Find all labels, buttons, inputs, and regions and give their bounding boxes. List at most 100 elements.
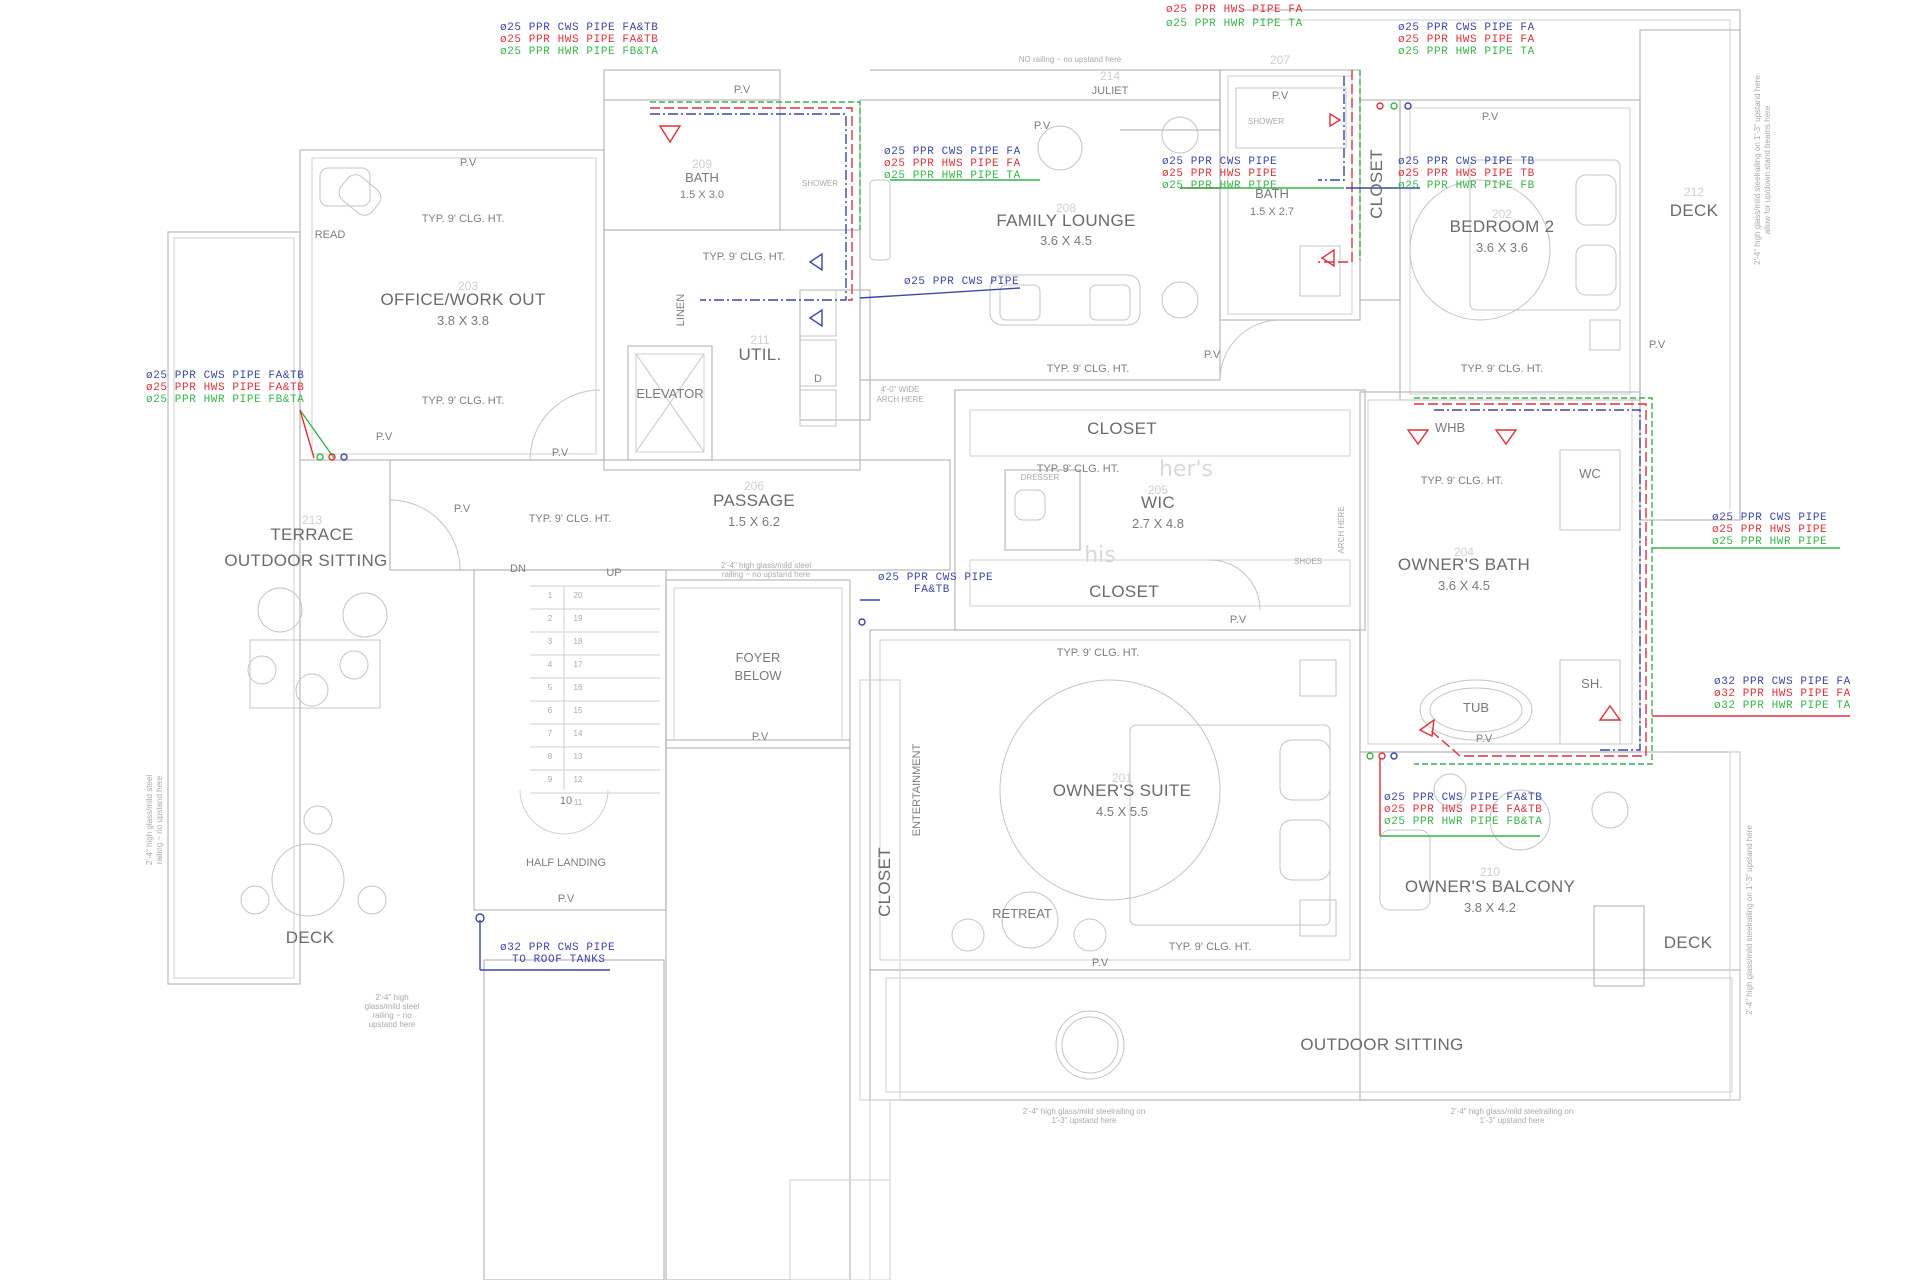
pipe-note-cws: ø25 PPR CWS PIPE: [878, 572, 993, 584]
shower-label: SHOWER: [1248, 117, 1284, 126]
stair-step-number: 14: [574, 729, 583, 738]
right-railing-note: 2'-4" high glass/mild steelrailing on 1'…: [1753, 75, 1762, 265]
pipe-note-cws: TO ROOF TANKS: [512, 954, 606, 966]
pipe-note-hwr: ø25 PPR HWR PIPE FB&TA: [146, 394, 304, 406]
stair-step-number: 17: [574, 660, 583, 669]
room-number-wic: 205: [1148, 483, 1168, 497]
clg-height-label: TYP. 9' CLG. HT.: [529, 513, 612, 525]
pv-label: P.V: [1649, 339, 1666, 351]
stair-treads: [519, 585, 660, 835]
stair-step-number: 11: [574, 798, 583, 807]
room-number-deck212: 212: [1684, 185, 1704, 199]
room-name-owners-bath: OWNER'S BATH: [1398, 555, 1530, 574]
stair-step-number: 9: [548, 775, 553, 784]
pv-label: P.V: [460, 157, 477, 169]
pipe-note-hws: ø25 PPR HWS PIPE: [1162, 168, 1277, 180]
pv-label: P.V: [1476, 733, 1493, 745]
room-number-terrace: 213: [302, 513, 322, 527]
pv-label: P.V: [454, 503, 471, 515]
pipe-note-hws: ø25 PPR HWS PIPE FA&TB: [1384, 804, 1542, 816]
room-name-linen: LINEN: [675, 294, 687, 326]
pipe-note-hws: ø25 PPR HWS PIPE FA: [884, 158, 1021, 170]
piping: [299, 70, 1850, 971]
room-dims-passage: 1.5 X 6.2: [728, 514, 780, 529]
stair-step-number: 2: [548, 614, 553, 623]
stair-step-number: 8: [548, 752, 553, 761]
room-dims-bedroom2: 3.6 X 3.6: [1476, 240, 1528, 255]
room-name-terrace: TERRACE: [270, 525, 353, 544]
room-name-closet-bottom: CLOSET: [1089, 582, 1159, 601]
pipe-note-cws: FA&TB: [914, 584, 950, 596]
room-name-half-landing: HALF LANDING: [526, 857, 606, 869]
room-name-foyer-below: BELOW: [735, 668, 783, 683]
stair-step-number: 4: [548, 660, 553, 669]
room-number-office: 203: [458, 279, 478, 293]
room-name-entertainment-stair: ENTERTAINMENT: [911, 743, 923, 836]
room-number-bath207: 207: [1270, 53, 1290, 67]
room-number-juliet: 214: [1100, 69, 1120, 83]
juliet-railing-note: NO railing ~ no upstand here: [1019, 55, 1122, 64]
stair-step-number: 5: [548, 683, 553, 692]
pipe-note-hws: ø25 PPR HWS PIPE FA: [1398, 34, 1535, 46]
clg-height-label: TYP. 9' CLG. HT.: [1169, 941, 1252, 953]
hers-label: her's: [1159, 457, 1213, 482]
room-dims-owners-suite: 4.5 X 5.5: [1096, 804, 1148, 819]
passage-railing-note: railing ~ no upstand here: [722, 570, 811, 579]
left-railing-note: railing ~ no upstand here: [155, 775, 164, 864]
clg-height-label: TYP. 9' CLG. HT.: [703, 251, 786, 263]
room-name-terrace-sitting: OUTDOOR SITTING: [224, 551, 387, 570]
stair-landing-arc: [519, 789, 609, 835]
pipe-note-hws: ø25 PPR HWS PIPE FA: [1166, 4, 1303, 16]
pipe-note-hwr: ø25 PPR HWR PIPE FB&TA: [500, 46, 658, 58]
pv-label: P.V: [752, 731, 769, 743]
room-name-closet-top: CLOSET: [1087, 419, 1157, 438]
pv-label: P.V: [558, 893, 575, 905]
room-name-bedroom2: BEDROOM 2: [1450, 217, 1555, 236]
room-name-owners-suite: OWNER'S SUITE: [1053, 781, 1191, 800]
room-number-owners-bath: 204: [1454, 545, 1474, 559]
terrace-railing-note: glass/mild steel: [365, 1002, 420, 1011]
pipe-note-hws: ø25 PPR HWS PIPE FA&TB: [500, 34, 658, 46]
room-name-util: UTIL.: [738, 345, 781, 364]
room-name-wic: WIC: [1141, 493, 1175, 512]
bottom-railing-note: 1'-3" upstand here: [1052, 1116, 1117, 1125]
room-name-retreat: RETREAT: [992, 906, 1052, 921]
room-name-owners-balcony: OWNER'S BALCONY: [1405, 877, 1575, 896]
stair-step-number: 16: [574, 683, 583, 692]
room-number-owners-suite: 201: [1112, 771, 1132, 785]
bottom-railing-note: 2'-4" high glass/mild steelrailing on: [1451, 1107, 1574, 1116]
pipe-note-hwr: ø25 PPR HWR PIPE: [1162, 180, 1277, 192]
right-railing-note: allow for up/down stand beams here: [1763, 105, 1772, 234]
pipe-note-cws: ø25 PPR CWS PIPE: [1162, 156, 1277, 168]
clg-height-label: TYP. 9' CLG. HT.: [422, 213, 505, 225]
stair-step-number: 7: [548, 729, 553, 738]
pv-label: P.V: [734, 84, 751, 96]
room-name-elevator: ELEVATOR: [636, 386, 703, 401]
pipe-note-cws: ø25 PPR CWS PIPE: [1712, 512, 1827, 524]
room-dims-bath207: 1.5 X 2.7: [1250, 206, 1294, 218]
bottom-railing-note: 2'-4" high glass/mild steelrailing on: [1023, 1107, 1146, 1116]
room-number-owners-balcony: 210: [1480, 865, 1500, 879]
room-name-outdoor-sitting: OUTDOOR SITTING: [1300, 1035, 1463, 1054]
room-name-dresser: DRESSER: [1021, 473, 1060, 482]
room-dims-bath209: 1.5 X 3.0: [680, 189, 724, 201]
room-name-closet-stair: CLOSET: [875, 847, 894, 917]
clg-height-label: TYP. 9' CLG. HT.: [422, 395, 505, 407]
pv-label: P.V: [1272, 90, 1289, 102]
room-name-bath209: BATH: [685, 170, 719, 185]
terrace-railing-note: railing ~ no: [372, 1011, 412, 1020]
room-name-tub: TUB: [1463, 700, 1489, 715]
util-dryer-label: D: [814, 373, 822, 385]
pv-label: P.V: [1204, 349, 1221, 361]
stair-down-label: DN: [510, 563, 526, 575]
stair-step-number: 18: [574, 637, 583, 646]
left-railing-note: 2'-4" high glass/mild steel: [145, 775, 154, 865]
room-number-util: 211: [750, 333, 769, 347]
arch-here-note: ARCH HERE: [1337, 506, 1346, 553]
stair-step-number: 12: [574, 775, 583, 784]
room-name-deck-right: DECK: [1664, 933, 1713, 952]
shower-label: SHOWER: [802, 179, 838, 188]
furniture: [240, 87, 1629, 1080]
